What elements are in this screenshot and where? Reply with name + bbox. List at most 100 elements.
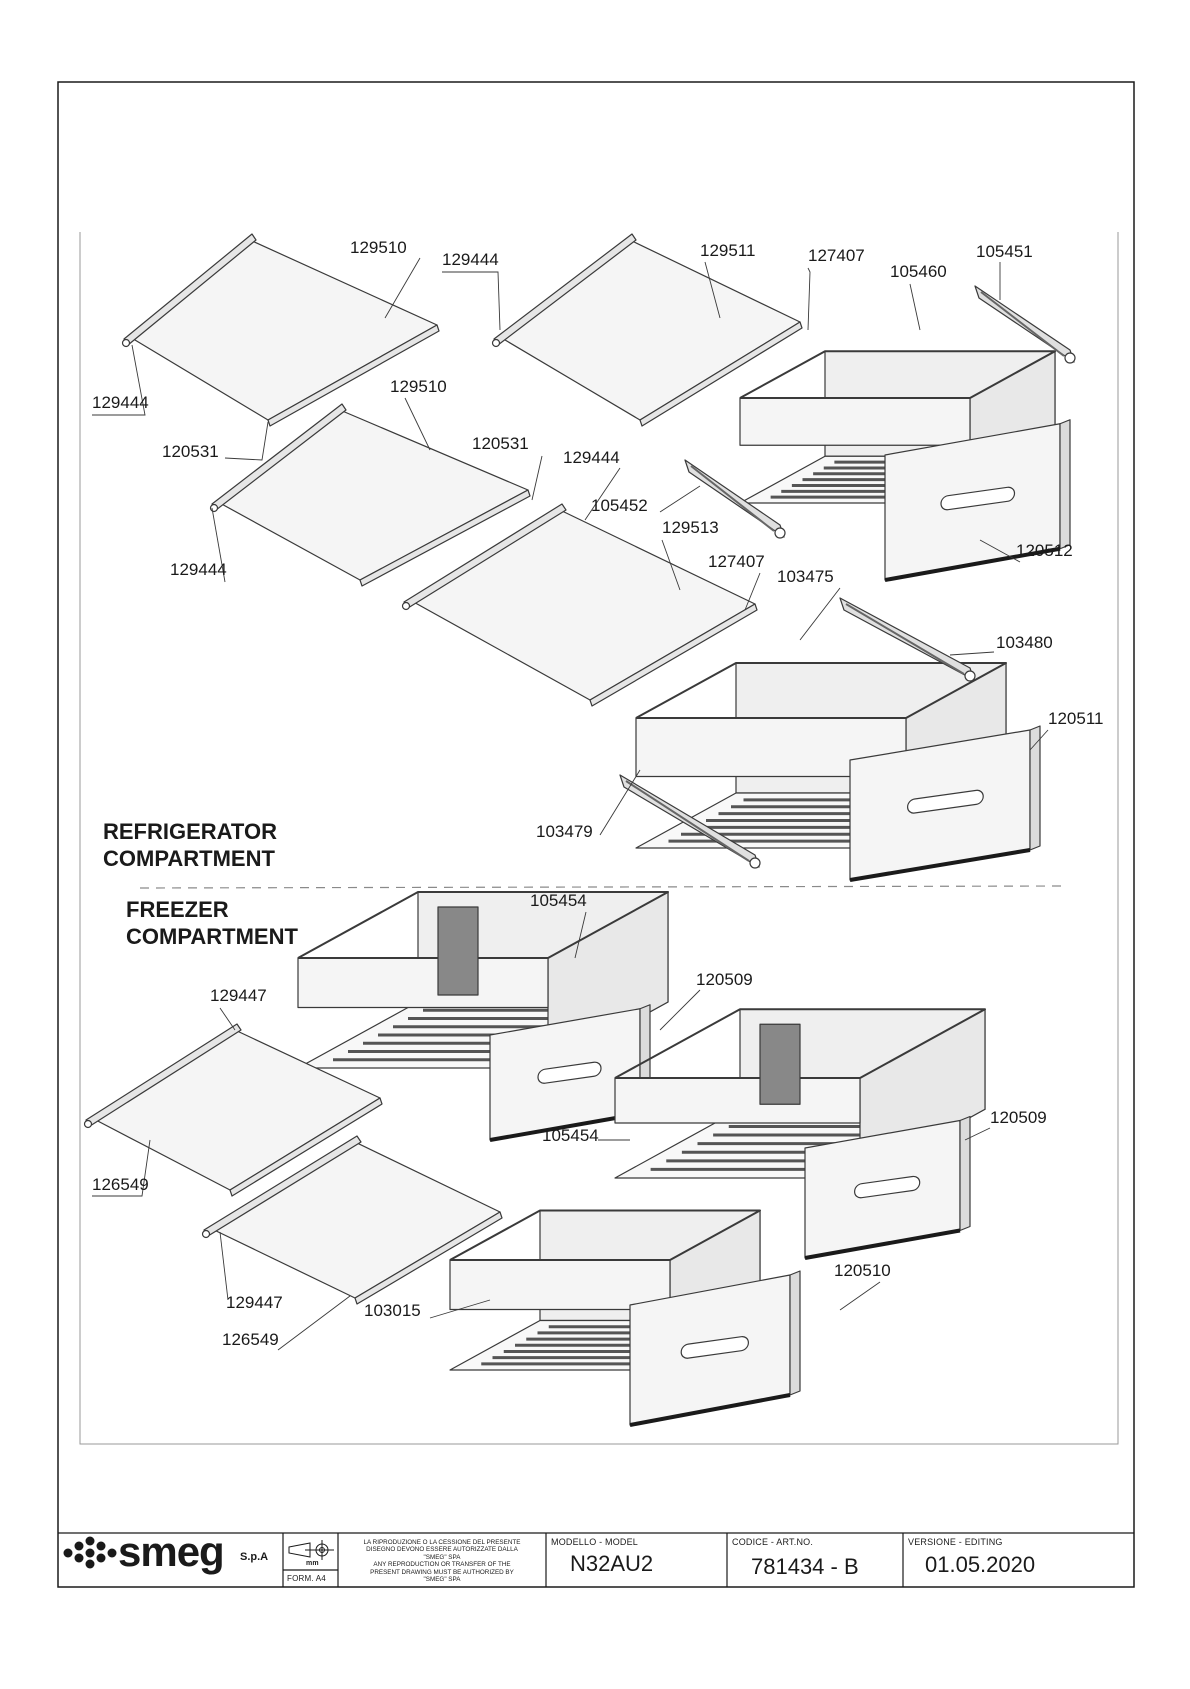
rail-upper-right [974, 285, 1076, 364]
rail-wheel [964, 670, 976, 682]
version-caption: VERSIONE - EDITING [908, 1537, 1003, 1547]
shelf-front-trim [354, 1211, 503, 1305]
part-label: 129444 [170, 560, 227, 579]
handle-slot [537, 1061, 602, 1084]
leader-line [661, 539, 681, 591]
leader-line [574, 911, 587, 959]
smeg-logo-wordmark: smeg [118, 1528, 225, 1575]
freezer-shelf-lower [201, 1135, 503, 1305]
basket-rim [449, 1209, 761, 1261]
freezer-compartment-heading: FREEZER COMPARTMENT [126, 896, 298, 950]
part-label: 127407 [808, 246, 865, 265]
shelf-front-trim [639, 321, 803, 427]
front-panel-bottom-trim [884, 546, 1061, 582]
front-panel-edge [1059, 419, 1071, 550]
part-label: 129447 [226, 1293, 283, 1312]
front-panel-edge [959, 1115, 971, 1232]
legal-line: LA RIPRODUZIONE O LA CESSIONE DEL PRESEN… [363, 1539, 521, 1546]
shelf-glass [499, 239, 801, 421]
part-label: 126549 [92, 1175, 149, 1194]
code-caption: CODICE - ART.NO. [732, 1537, 814, 1547]
basket-front-lip [297, 957, 549, 1009]
part-label: 129511 [700, 241, 756, 260]
leader-line [277, 1295, 351, 1351]
basket-vent-grid [437, 906, 479, 996]
shelf-end-cap [121, 338, 131, 348]
compartment-divider [139, 885, 1069, 889]
part-label: 129447 [210, 986, 267, 1005]
leader-line [807, 267, 811, 331]
rail-track [625, 780, 750, 862]
shelf-end-cap [83, 1119, 93, 1129]
shelf-end-cap [491, 338, 501, 348]
leader-line [211, 507, 226, 583]
leader-line [584, 467, 621, 521]
part-label: 103015 [364, 1301, 421, 1320]
shelf-lower-mid [401, 503, 758, 707]
part-label: 120510 [834, 1261, 891, 1280]
part-label: 129444 [442, 250, 499, 269]
handle-slot [940, 486, 1016, 511]
basket-front-lip [739, 397, 971, 446]
leader-line [92, 344, 146, 416]
smeg-logo-dots-icon [63, 1536, 117, 1569]
leader-line [979, 539, 1021, 563]
part-label: 127407 [708, 552, 765, 571]
refrigerator-heading-line-2: COMPARTMENT [103, 846, 275, 871]
front-panel-bottom-trim [849, 848, 1031, 882]
shelf-front-trim [589, 603, 758, 707]
freezer-shelf-upper [83, 1023, 383, 1197]
part-label: 129444 [92, 393, 149, 412]
part-label: 129510 [390, 377, 447, 396]
refrigerator-compartment-heading: REFRIGERATOR COMPARTMENT [103, 818, 277, 872]
leader-line [744, 572, 761, 611]
shelf-front-trim [267, 324, 440, 427]
part-label: 103479 [536, 822, 593, 841]
rail-body [684, 459, 785, 538]
leader-line [909, 283, 921, 331]
leader-line [219, 1007, 236, 1031]
part-label: 105454 [530, 891, 587, 910]
shelf-lower-left [209, 403, 531, 587]
part-label: 105460 [890, 262, 947, 281]
legal-line: DISEGNO DEVONO ESSERE AUTORIZZATE DALLA [366, 1546, 518, 1554]
part-label: 120509 [696, 970, 753, 989]
part-label: 120531 [162, 442, 219, 461]
handle-slot [906, 789, 984, 814]
rail-track [690, 465, 775, 532]
leader-line [799, 587, 841, 641]
version-value: 01.05.2020 [925, 1552, 1036, 1577]
leader-line [384, 257, 421, 319]
drawing-area-border [79, 232, 1119, 1445]
leader-line [659, 485, 701, 513]
part-label: 120531 [472, 434, 529, 453]
part-label: 105451 [976, 242, 1033, 261]
reproduction-notice: LA RIPRODUZIONE O LA CESSIONE DEL PRESEN… [338, 1539, 546, 1583]
refrigerator-heading-line-1: REFRIGERATOR [103, 819, 277, 844]
front-panel-bottom-trim [804, 1228, 961, 1260]
front-panel-bottom-trim [629, 1393, 791, 1427]
freezer-heading-line-2: COMPARTMENT [126, 924, 298, 949]
shelf-end-cap [401, 601, 411, 611]
legal-line: "SMEG" SPA [423, 1576, 461, 1584]
rail-track [845, 603, 965, 675]
freezer-front-bottom [629, 1270, 801, 1427]
legal-line: "SMEG" SPA [423, 1553, 461, 1561]
rail-track [980, 291, 1065, 357]
rail-wheel [749, 857, 761, 869]
leader-line [219, 1231, 229, 1301]
leader-line [599, 769, 641, 836]
freezer-front-mid [804, 1115, 971, 1260]
legal-line: PRESENT DRAWING MUST BE AUTHORIZED BY [370, 1568, 514, 1576]
freezer-basket-top [297, 891, 669, 1069]
leader-line [531, 455, 543, 501]
shelf-front-trim [229, 1097, 383, 1197]
rail-wheel [774, 527, 786, 539]
part-label: 105454 [542, 1126, 599, 1145]
part-label: 120511 [1048, 709, 1104, 728]
handle-slot [680, 1335, 750, 1359]
rail-wheel [1064, 352, 1076, 364]
leader-line [964, 1127, 991, 1141]
sheet-frame [57, 81, 1135, 1588]
